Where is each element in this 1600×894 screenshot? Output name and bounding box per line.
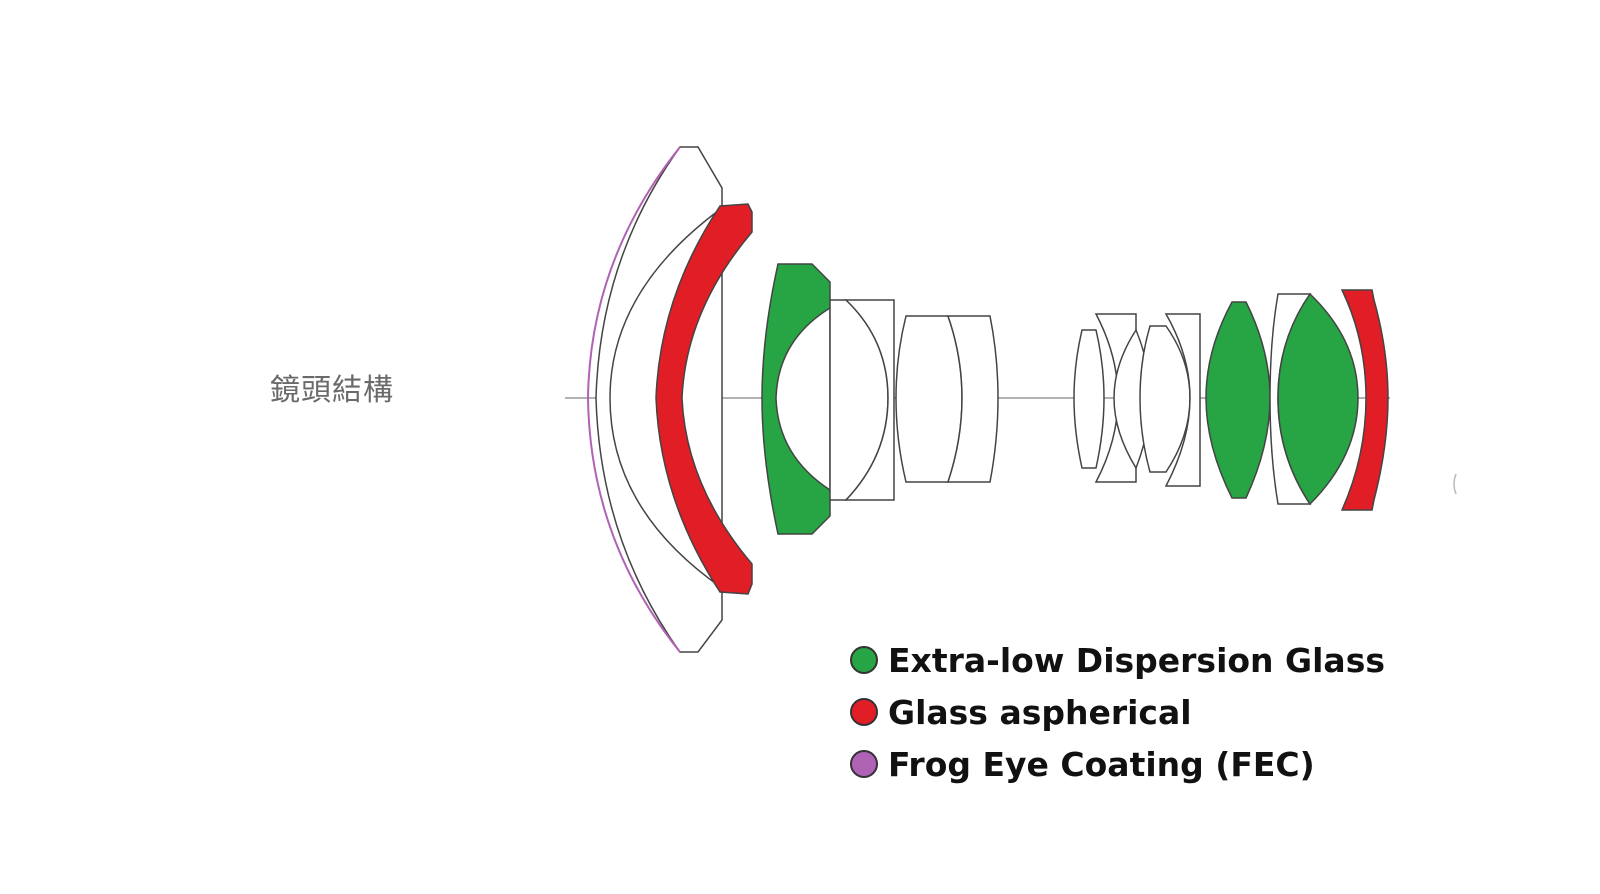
lens-element-5b (946, 315, 999, 483)
lens-element-1-inner (609, 207, 723, 589)
legend-label: Frog Eye Coating (FEC) (888, 744, 1315, 784)
lens-structure-label: 鏡頭結構 (270, 373, 394, 408)
lens-element-4b (844, 299, 895, 501)
aspherical-element-2 (1340, 289, 1389, 511)
legend-item-ed-glass: Extra-low Dispersion Glass (850, 640, 1385, 680)
legend-item-aspherical: Glass aspherical (850, 692, 1385, 732)
legend-item-fec: Frog Eye Coating (FEC) (850, 744, 1385, 784)
ed-element-3 (1277, 292, 1359, 506)
aspherical-element-1 (655, 203, 753, 595)
fec-coating-arc (586, 146, 681, 653)
legend-label: Extra-low Dispersion Glass (888, 640, 1385, 680)
lens-element-5a (895, 315, 963, 483)
red-dot-icon (850, 698, 878, 726)
lens-element-6 (1073, 329, 1105, 469)
stray-mark (1453, 473, 1457, 495)
green-dot-icon (850, 646, 878, 674)
lens-element-10 (1164, 313, 1201, 487)
legend: Extra-low Dispersion Glass Glass aspheri… (850, 640, 1385, 796)
lens-element-9 (1139, 325, 1191, 473)
ed-element-2 (1205, 301, 1271, 499)
ed-element-1-cut (775, 306, 831, 492)
legend-label: Glass aspherical (888, 692, 1192, 732)
purple-dot-icon (850, 750, 878, 778)
